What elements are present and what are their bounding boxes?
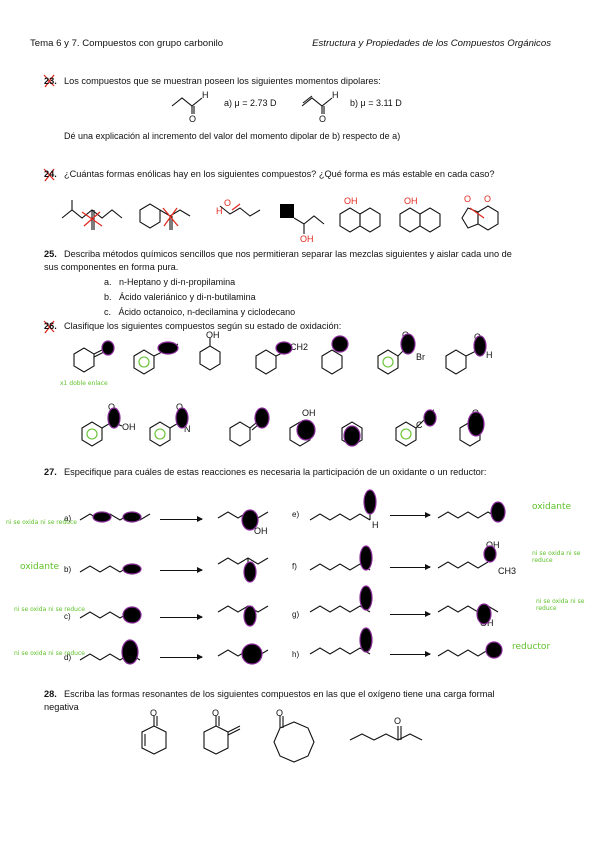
q23-explain: Dé una explicación al incremento del val… (64, 131, 401, 141)
note-27-d: ni se oxida ni se reduce (14, 650, 85, 657)
header-right: Estructura y Propiedades de los Compuest… (312, 38, 551, 49)
svg-text:O: O (276, 708, 283, 718)
svg-text:OH: OH (206, 330, 220, 340)
arrow-c (160, 614, 203, 620)
svg-text:O: O (150, 708, 157, 718)
q25-item-b: b. Ácido valeriánico y di-n-butilamina (104, 292, 256, 302)
header-left: Tema 6 y 7. Compuestos con grupo carboni… (30, 38, 224, 49)
rxn-label-c: c) (64, 612, 71, 621)
question-23: 23.Los compuestos que se muestran poseen… (44, 76, 381, 86)
q26-row2-structures: O OH O N OH C N O (81, 402, 485, 447)
rxn-label-g: g) (292, 610, 300, 619)
question-28: 28.Escriba las formas resonantes de los … (44, 689, 495, 712)
structure-propanal: H O (171, 90, 209, 124)
note-27-c: ni se oxida ni se reduce (14, 606, 85, 613)
svg-text:OH: OH (254, 526, 268, 536)
rxn-label-d: d) (64, 653, 72, 662)
question-25: 25.Describa métodos químicos sencillos q… (44, 249, 512, 272)
svg-text:N: N (184, 424, 191, 434)
svg-text:OH: OH (302, 408, 316, 418)
svg-text:H: H (486, 350, 493, 360)
note-27-e: oxidante (532, 502, 572, 512)
q25-item-a: a. n-Heptano y di-n-propilamina (104, 277, 236, 287)
svg-text:C: C (416, 420, 423, 430)
arrow-f (390, 564, 431, 570)
red-cross-mark-23 (43, 74, 55, 88)
atom-o: O (319, 114, 326, 124)
red-cross-mark-24 (43, 168, 55, 182)
arrow-d (160, 654, 203, 660)
question-24: 24.¿Cuántas formas enólicas hay en los s… (44, 169, 495, 179)
note-26-1: x1 doble enlace (60, 380, 108, 387)
rxn-label-a: a) (64, 514, 72, 523)
arrow-b (160, 567, 203, 573)
arrow-h (390, 651, 431, 657)
atom-h: H (202, 90, 209, 100)
atom-o: O (189, 114, 196, 124)
red-cross-mark-26 (43, 320, 55, 334)
note-27-a: ni se oxida ni se reduce (6, 519, 77, 526)
q26-row1-structures: OH CH2 Br O Br O H (73, 330, 493, 375)
svg-text:O: O (108, 402, 115, 412)
svg-text:OH: OH (344, 196, 358, 206)
q25-item-c: c. Ácido octanoico, n-decilamina y ciclo… (104, 307, 296, 317)
svg-text:H: H (372, 520, 379, 530)
rxn-label-b: b) (64, 565, 72, 574)
dipole-a: a) μ = 2.73 D (224, 98, 277, 108)
rxn-label-f: f) (292, 562, 297, 571)
svg-text:O: O (464, 194, 471, 204)
svg-text:O: O (394, 716, 401, 726)
q27-left-structures: OH (79, 509, 269, 665)
svg-text:CH3: CH3 (498, 566, 516, 576)
structure-acrolein: H O (301, 90, 339, 124)
svg-text:O: O (224, 198, 231, 208)
svg-text:CH2: CH2 (290, 342, 308, 352)
svg-text:OH: OH (486, 540, 500, 550)
svg-text:Br: Br (416, 352, 425, 362)
rxn-label-h: h) (292, 650, 300, 659)
atom-h: H (332, 90, 339, 100)
svg-text:OH: OH (122, 422, 136, 432)
q28-structures: O O O O (141, 708, 423, 763)
dipole-b: b) μ = 3.11 D (350, 98, 402, 108)
rxn-label-e: e) (292, 510, 300, 519)
svg-text:O: O (212, 708, 219, 718)
svg-text:O: O (484, 194, 491, 204)
arrow-a (160, 516, 203, 522)
note-27-g: ni se oxida ni se reduce (536, 598, 585, 612)
q24-structures: HO OH OH OH OO (61, 194, 499, 244)
q27-right-structures: O H OH CH3 OH (309, 489, 516, 659)
svg-text:OH: OH (404, 196, 418, 206)
svg-text:H: H (216, 206, 223, 216)
question-26: 26.Clasifique los siguientes compuestos … (44, 321, 342, 331)
arrow-e (390, 512, 431, 518)
svg-text:O: O (176, 402, 183, 412)
question-27: 27.Especifique para cuáles de estas reac… (44, 467, 487, 477)
note-27-b: oxidante (20, 562, 60, 572)
note-27-f: ni se oxida ni se reduce (532, 550, 581, 564)
arrow-g (390, 611, 431, 617)
svg-text:OH: OH (300, 234, 314, 244)
note-27-h: reductor (512, 642, 551, 652)
